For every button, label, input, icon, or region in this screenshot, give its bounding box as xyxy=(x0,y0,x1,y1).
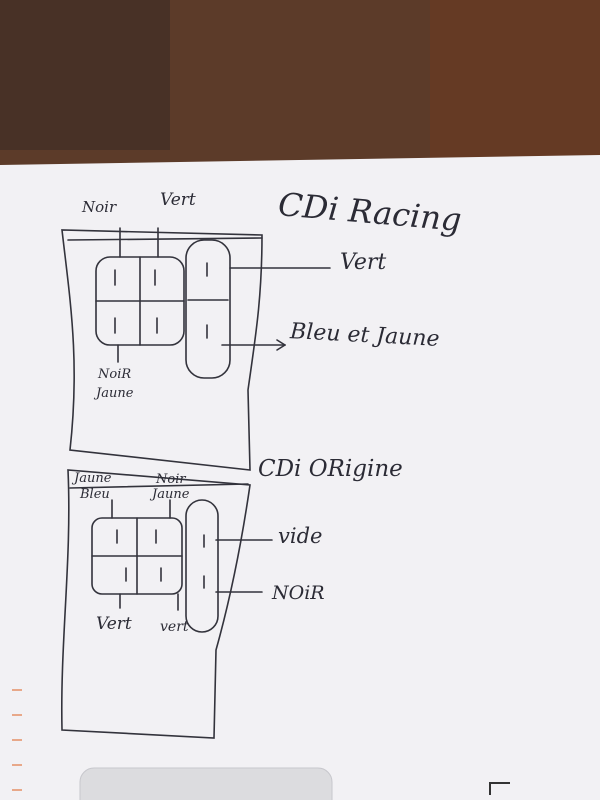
bottom-wire-label-bleu: Bleu xyxy=(80,487,110,502)
bottom-wire-label-noir-right: NOiR xyxy=(272,582,325,604)
bottom-cdi-outline xyxy=(60,469,251,739)
bottom-wire-label-vert-left: Vert xyxy=(96,614,132,634)
bottom-wire-label-noir-top: Noir xyxy=(156,472,186,487)
top-wire-label-vert-right: Vert xyxy=(340,250,387,275)
top-cdi-outline xyxy=(61,229,263,471)
perforation-marks xyxy=(12,689,22,791)
top-wire-label-jaune-bottom: Jaune xyxy=(96,386,134,401)
top-wire-label-noir-bottom: NoiR xyxy=(98,367,132,382)
paper-sheet xyxy=(0,155,600,800)
bottom-wire-label-jaune-left: Jaune xyxy=(74,471,112,486)
top-wire-label-vert-top: Vert xyxy=(160,190,196,210)
bottom-wire-label-vide: vide xyxy=(278,524,323,548)
bottom-wire-label-vert-right: vert xyxy=(160,619,189,635)
top-side-connector xyxy=(185,239,231,379)
top-wire-label-noir: Noir xyxy=(82,198,117,216)
bottom-cdi-title: CDi ORigine xyxy=(258,456,403,482)
bottom-side-connector xyxy=(185,499,219,633)
bottom-wire-label-jaune-right: Jaune xyxy=(152,487,190,502)
envelope-window xyxy=(79,767,333,800)
